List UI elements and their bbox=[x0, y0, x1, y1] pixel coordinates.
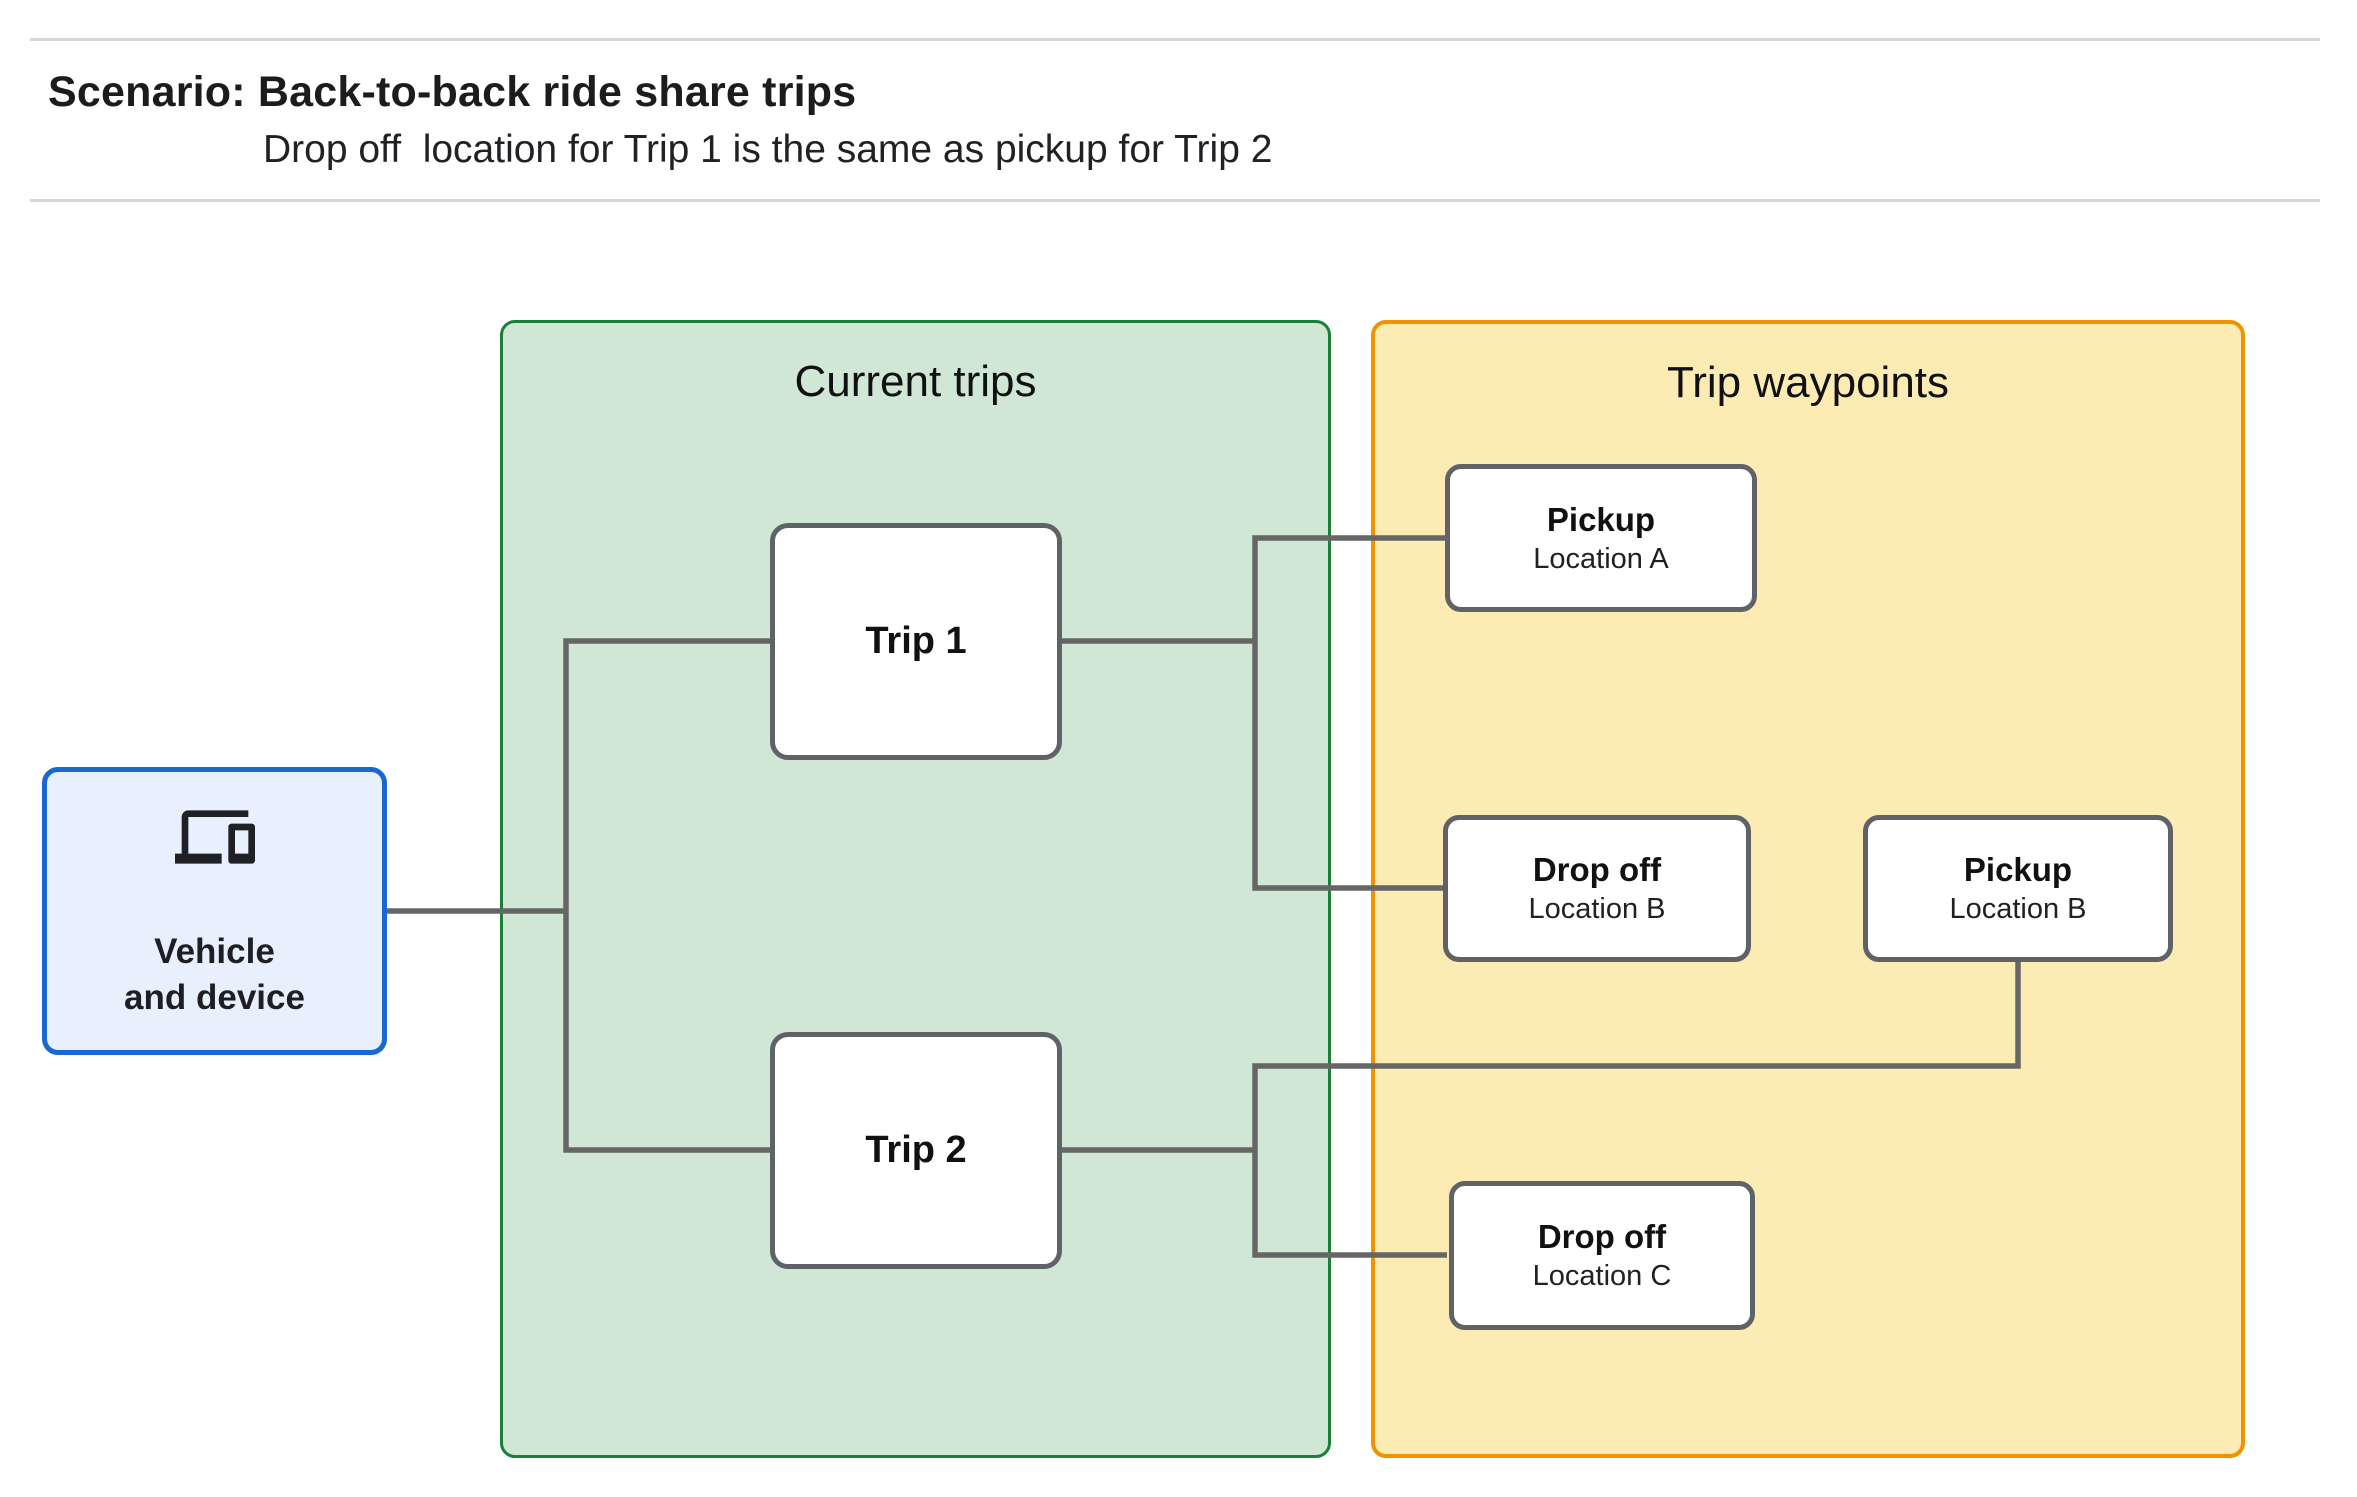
waypoint-subtitle: Location B bbox=[1949, 893, 2087, 925]
waypoint-title: Drop off bbox=[1537, 1218, 1667, 1255]
group-current-trips-label: Current trips bbox=[794, 357, 1037, 406]
page-subtitle: Drop off location for Trip 1 is the same… bbox=[263, 128, 1273, 171]
trip2-node: Trip 2 bbox=[770, 1032, 1062, 1269]
waypoint-title: Pickup bbox=[1963, 851, 2073, 888]
waypoint-title: Pickup bbox=[1546, 500, 1656, 538]
vehicle-label-line2: and device bbox=[124, 978, 305, 1017]
waypoint-dropoff-location-b: Drop off Location B bbox=[1443, 815, 1751, 962]
trip1-node: Trip 1 bbox=[770, 523, 1062, 760]
waypoint-pickup-location-b: Pickup Location B bbox=[1863, 815, 2173, 962]
waypoint-dropoff-location-c: Drop off Location C bbox=[1449, 1181, 1755, 1330]
waypoint-subtitle: Location A bbox=[1533, 542, 1669, 575]
group-trip-waypoints-label: Trip waypoints bbox=[1666, 358, 1950, 407]
waypoint-subtitle: Location B bbox=[1528, 893, 1666, 925]
vehicle-label-line1: Vehicle bbox=[154, 932, 275, 971]
waypoint-pickup-location-a: Pickup Location A bbox=[1445, 464, 1757, 612]
devices-icon bbox=[174, 810, 255, 864]
vehicle-node-label: Vehicle and device bbox=[124, 929, 305, 1021]
waypoint-subtitle: Location C bbox=[1532, 1260, 1672, 1292]
vehicle-node: Vehicle and device bbox=[42, 767, 387, 1055]
page-title: Scenario: Back-to-back ride share trips bbox=[48, 68, 857, 116]
waypoint-title: Drop off bbox=[1532, 851, 1662, 888]
group-current-trips: Current trips bbox=[500, 320, 1331, 1458]
trip2-label: Trip 2 bbox=[865, 1129, 967, 1171]
trip1-label: Trip 1 bbox=[865, 620, 967, 662]
header-divider-top bbox=[30, 38, 2320, 41]
header-divider-bottom bbox=[30, 199, 2320, 202]
